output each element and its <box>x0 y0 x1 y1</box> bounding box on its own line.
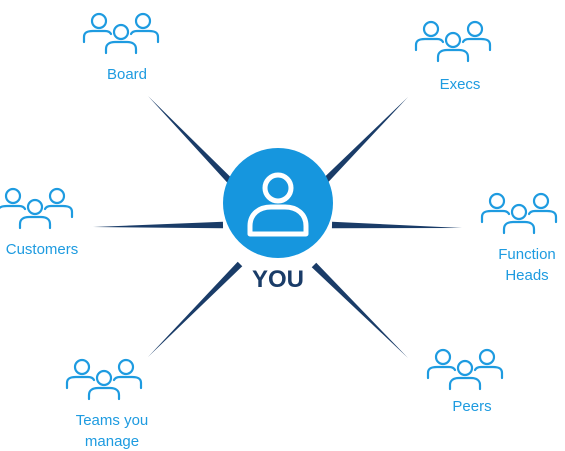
spoke-function-heads <box>331 221 462 229</box>
node-label-peers: Peers <box>452 398 491 415</box>
node-peers: Peers <box>426 348 504 415</box>
spoke-teams-you-manage <box>148 261 243 357</box>
center-label: YOU <box>252 266 304 293</box>
center-node: YOU <box>223 148 333 293</box>
people-group-icon <box>0 187 74 230</box>
node-label-line: Function <box>498 246 556 263</box>
people-group-icon <box>65 358 143 401</box>
node-label-line: manage <box>85 433 139 450</box>
node-label-line: Customers <box>6 241 79 258</box>
people-group-icon <box>426 348 504 391</box>
node-label-line: Teams you <box>76 412 149 429</box>
node-execs: Execs <box>414 20 492 93</box>
people-group-icon <box>480 192 558 235</box>
node-label-teams-you-manage: Teams you manage <box>76 412 149 450</box>
node-teams-you-manage: Teams you manage <box>65 358 149 450</box>
node-label-customers: Customers <box>6 241 79 258</box>
node-label-line: Heads <box>505 267 548 284</box>
spokes <box>93 96 462 358</box>
node-board: Board <box>82 12 160 83</box>
node-customers: Customers <box>0 187 79 258</box>
node-label-execs: Execs <box>440 76 481 93</box>
people-group-icon <box>82 12 160 55</box>
node-label-line: Peers <box>452 398 491 415</box>
node-label-board: Board <box>107 66 147 83</box>
node-label-line: Board <box>107 66 147 83</box>
node-label-line: Execs <box>440 76 481 93</box>
spoke-peers <box>311 262 408 358</box>
person-icon <box>247 172 309 237</box>
spoke-customers <box>93 221 224 229</box>
spoke-board <box>148 96 235 186</box>
people-group-icon <box>414 20 492 63</box>
spoke-execs <box>321 97 408 185</box>
